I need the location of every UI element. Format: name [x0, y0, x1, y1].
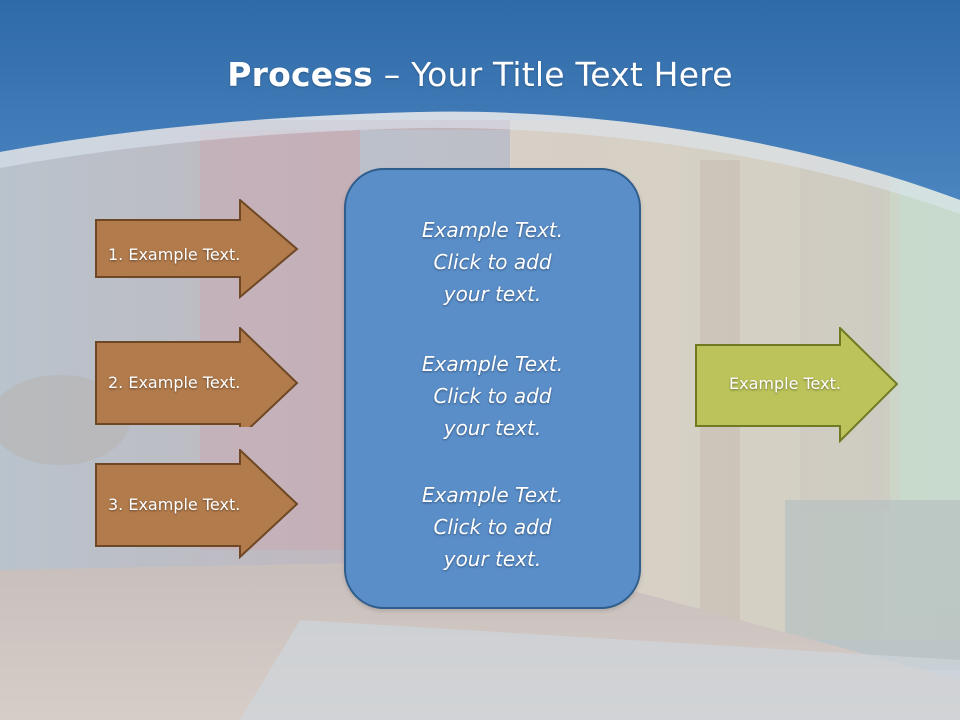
paragraph: Example Text. Click to add your text. — [346, 348, 639, 444]
paragraph-line: Click to add — [433, 384, 552, 408]
paragraph-line: Example Text. — [421, 352, 564, 376]
paragraph-line: Example Text. — [421, 483, 564, 507]
right-arrow-icon — [95, 327, 299, 427]
right-arrow-icon — [95, 449, 299, 559]
paragraph-line: your text. — [443, 547, 542, 571]
paragraph-line: your text. — [443, 282, 542, 306]
step-label: 2. Example Text. — [108, 373, 241, 392]
step-arrow-2[interactable]: 2. Example Text. — [95, 327, 300, 427]
paragraph-line: Click to add — [433, 250, 552, 274]
right-arrow-icon — [695, 327, 899, 443]
paragraph: Example Text. Click to add your text. — [346, 479, 639, 575]
paragraph: Example Text. Click to add your text. — [346, 214, 639, 310]
step-label: 1. Example Text. — [108, 245, 241, 264]
paragraph-line: Example Text. — [421, 218, 564, 242]
right-arrow-icon — [95, 199, 299, 299]
center-text-box[interactable]: Example Text. Click to add your text. Ex… — [344, 168, 641, 609]
step-arrow-1[interactable]: 1. Example Text. — [95, 199, 300, 299]
title-bold: Process — [227, 55, 374, 94]
slide-title[interactable]: Process – Your Title Text Here — [0, 52, 960, 98]
result-arrow[interactable]: Example Text. — [695, 327, 900, 443]
paragraph-line: Click to add — [433, 515, 552, 539]
step-arrow-3[interactable]: 3. Example Text. — [95, 449, 300, 559]
step-label: 3. Example Text. — [108, 495, 241, 514]
paragraph-line: your text. — [443, 416, 542, 440]
title-rest: – Your Title Text Here — [373, 55, 733, 94]
result-label: Example Text. — [729, 374, 841, 393]
